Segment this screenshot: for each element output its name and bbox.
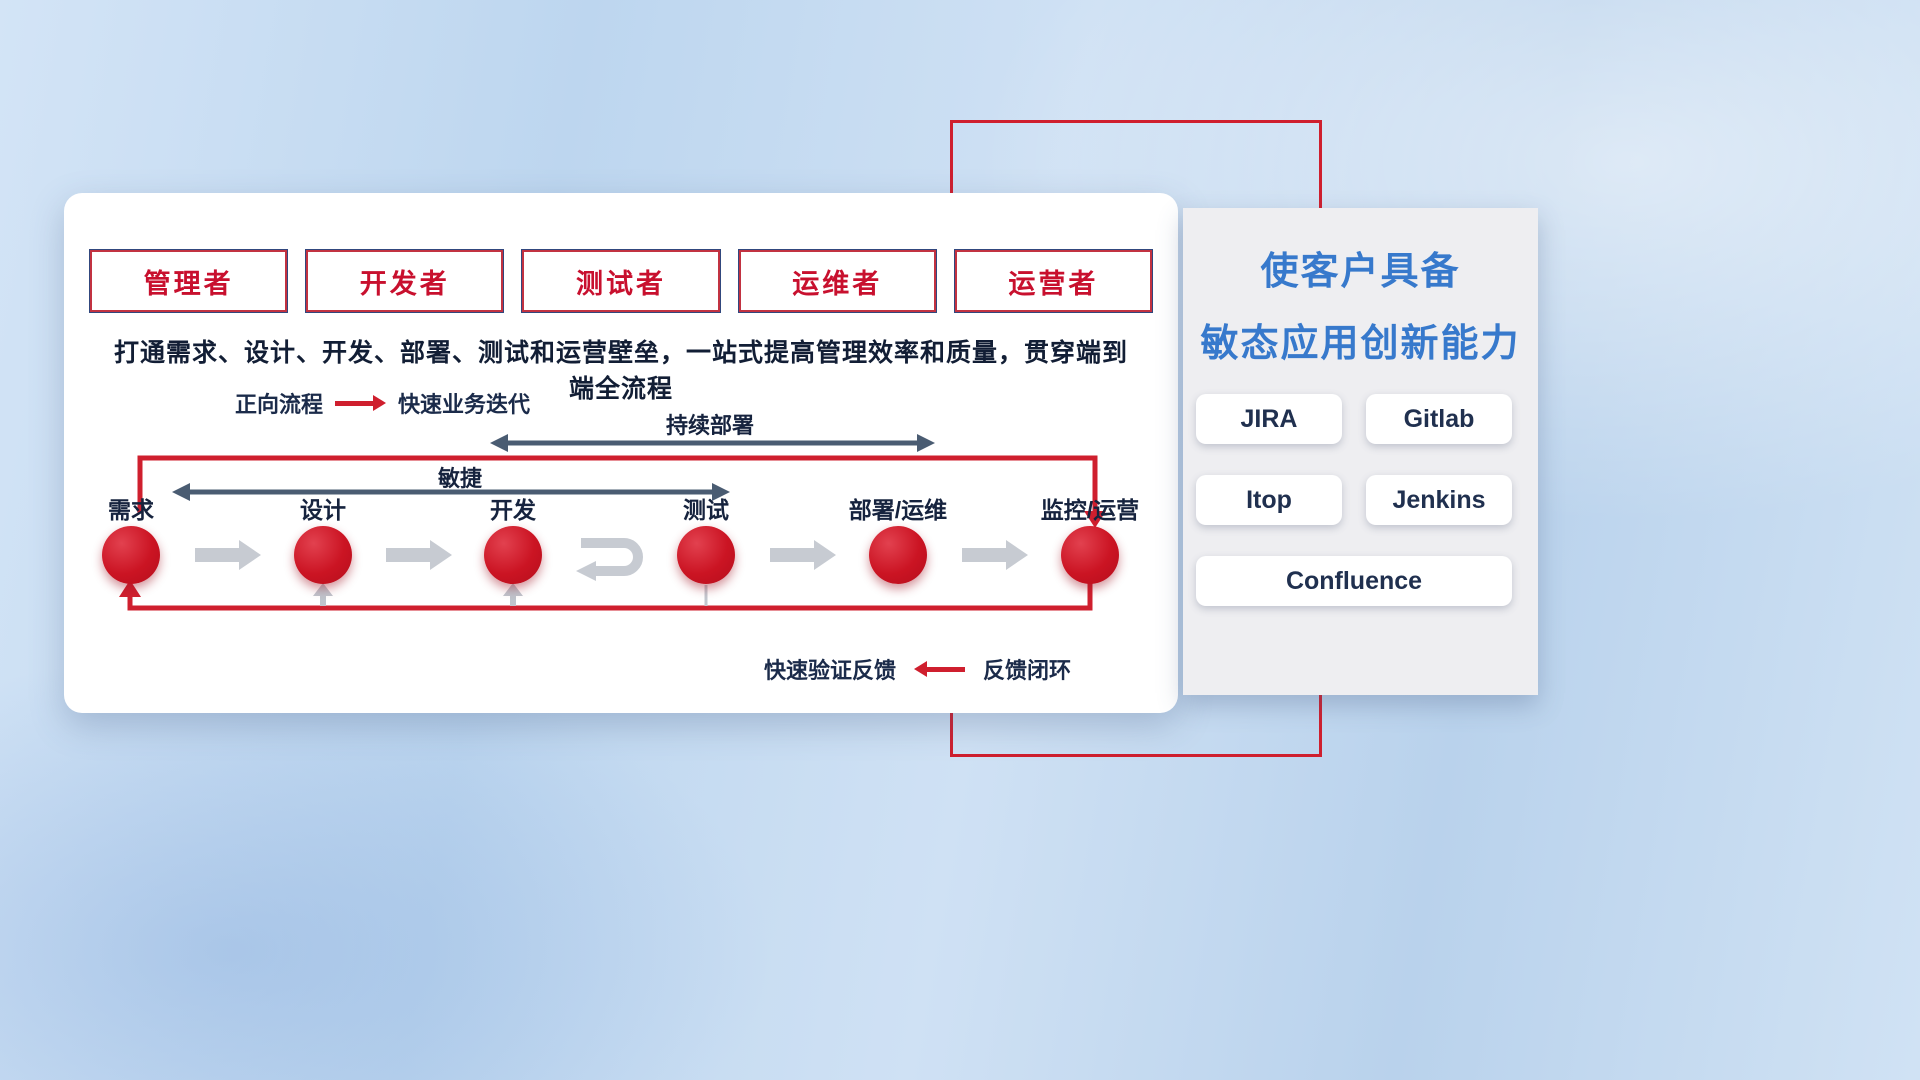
role-box-developer: 开发者 xyxy=(305,249,505,313)
stage-requirements: 需求 xyxy=(61,496,201,584)
panel-title-line2: 敏态应用创新能力 xyxy=(1200,323,1521,365)
tool-itop: Itop xyxy=(1196,475,1342,525)
agile-label: 敏捷 xyxy=(437,466,482,491)
role-label: 测试者 xyxy=(576,268,666,299)
feedback-legend-desc: 快速验证反馈 xyxy=(764,658,897,683)
forward-legend-label: 正向流程 xyxy=(235,392,324,417)
role-box-operator: 运营者 xyxy=(953,249,1154,313)
roles-row: 管理者 开发者 测试者 运维者 运营者 xyxy=(88,249,1154,313)
stage-node-icon xyxy=(677,526,735,584)
stage-node-icon xyxy=(484,526,542,584)
stage-label: 需求 xyxy=(108,497,154,523)
stage-node-icon xyxy=(1061,526,1119,584)
red-forward-loop xyxy=(137,455,1106,528)
role-label: 运营者 xyxy=(1008,268,1099,299)
capability-panel: 使客户具备 敏态应用创新能力 JIRA Gitlab Itop Jenkins … xyxy=(1183,208,1538,695)
stage-development: 开发 xyxy=(443,496,583,584)
continuous-deploy-arrow xyxy=(490,434,935,452)
stage-node-icon xyxy=(102,526,160,584)
stage-design: 设计 xyxy=(253,496,393,584)
right-arrow-icon xyxy=(335,400,374,406)
forward-legend: 正向流程 快速业务迭代 xyxy=(235,387,530,419)
tool-confluence: Confluence xyxy=(1196,556,1512,606)
stage-testing: 测试 xyxy=(636,496,776,584)
left-arrow-icon xyxy=(927,666,966,672)
stage-flow-arrows xyxy=(195,540,1028,570)
tool-gitlab: Gitlab xyxy=(1366,394,1512,444)
role-box-tester: 测试者 xyxy=(521,249,721,313)
stage-label: 监控/运营 xyxy=(1040,497,1140,523)
feedback-legend-label: 反馈闭环 xyxy=(983,658,1072,683)
feedback-legend: 快速验证反馈 反馈闭环 xyxy=(764,653,1071,685)
stage-deploy-ops: 部署/运维 xyxy=(828,496,968,584)
role-box-manager: 管理者 xyxy=(88,249,289,313)
panel-title-line1: 使客户具备 xyxy=(1260,251,1461,293)
stage-label: 开发 xyxy=(490,497,536,523)
role-label: 开发者 xyxy=(359,268,450,299)
feedback-up-arrows xyxy=(313,583,708,606)
stage-label: 部署/运维 xyxy=(848,497,948,523)
agile-arrow xyxy=(172,483,730,501)
subtitle: 打通需求、设计、开发、部署、测试和运营壁垒，一站式提高管理效率和质量，贯穿端到端… xyxy=(113,339,1128,403)
stage-monitor-ops: 监控/运营 xyxy=(1020,496,1160,584)
role-label: 管理者 xyxy=(143,268,234,299)
stage-label: 测试 xyxy=(683,497,729,523)
tool-jira: JIRA xyxy=(1196,394,1342,444)
role-label: 运维者 xyxy=(792,268,883,299)
iterate-loop-icon xyxy=(576,538,643,581)
role-box-ops: 运维者 xyxy=(737,249,937,313)
stage-node-icon xyxy=(869,526,927,584)
tool-jenkins: Jenkins xyxy=(1366,475,1512,525)
stage-node-icon xyxy=(294,526,352,584)
continuous-deploy-label: 持续部署 xyxy=(665,413,754,438)
forward-legend-desc: 快速业务迭代 xyxy=(398,392,531,417)
devops-flow-card: 管理者 开发者 测试者 运维者 运营者 打通需求、设计、开发、部署、测试和运营壁… xyxy=(64,193,1178,713)
stage-label: 设计 xyxy=(300,497,346,523)
flow-arrows-layer xyxy=(119,434,1106,611)
red-feedback-loop xyxy=(119,580,1093,611)
